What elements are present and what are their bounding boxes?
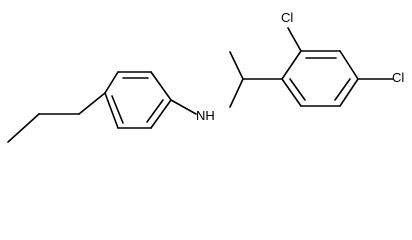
bond-ring2-c xyxy=(339,50,359,80)
bond-ring2-a xyxy=(281,50,302,80)
chemical-structure: Cl Cl NH xyxy=(7,10,404,143)
bond-ch-methyl xyxy=(229,51,244,80)
bond-ring1-d xyxy=(150,99,172,129)
bond-ring1-f xyxy=(104,92,119,129)
atom-labels: Cl Cl NH xyxy=(196,10,404,123)
bond-ring2-d xyxy=(339,78,359,107)
cl-label-right: Cl xyxy=(392,70,404,85)
bond-ring1-double-2 xyxy=(146,99,164,123)
bond-ring2-double-3 xyxy=(289,78,306,101)
cl-label-top: Cl xyxy=(281,10,293,25)
bond-ring1-n xyxy=(170,99,197,115)
nh-label: NH xyxy=(196,108,215,123)
bond-ring1-a xyxy=(104,71,119,94)
bond-ring1-c xyxy=(150,71,172,101)
bond-ring2-f xyxy=(281,78,302,107)
bond-cl-top xyxy=(287,27,302,52)
bond-n-ch xyxy=(229,78,244,108)
bond-propyl-1 xyxy=(7,113,40,143)
bond-ring1-double-3 xyxy=(111,95,124,124)
bonds xyxy=(7,27,394,143)
bond-ring2-double-2 xyxy=(334,78,351,101)
bond-propyl-3 xyxy=(78,92,106,115)
